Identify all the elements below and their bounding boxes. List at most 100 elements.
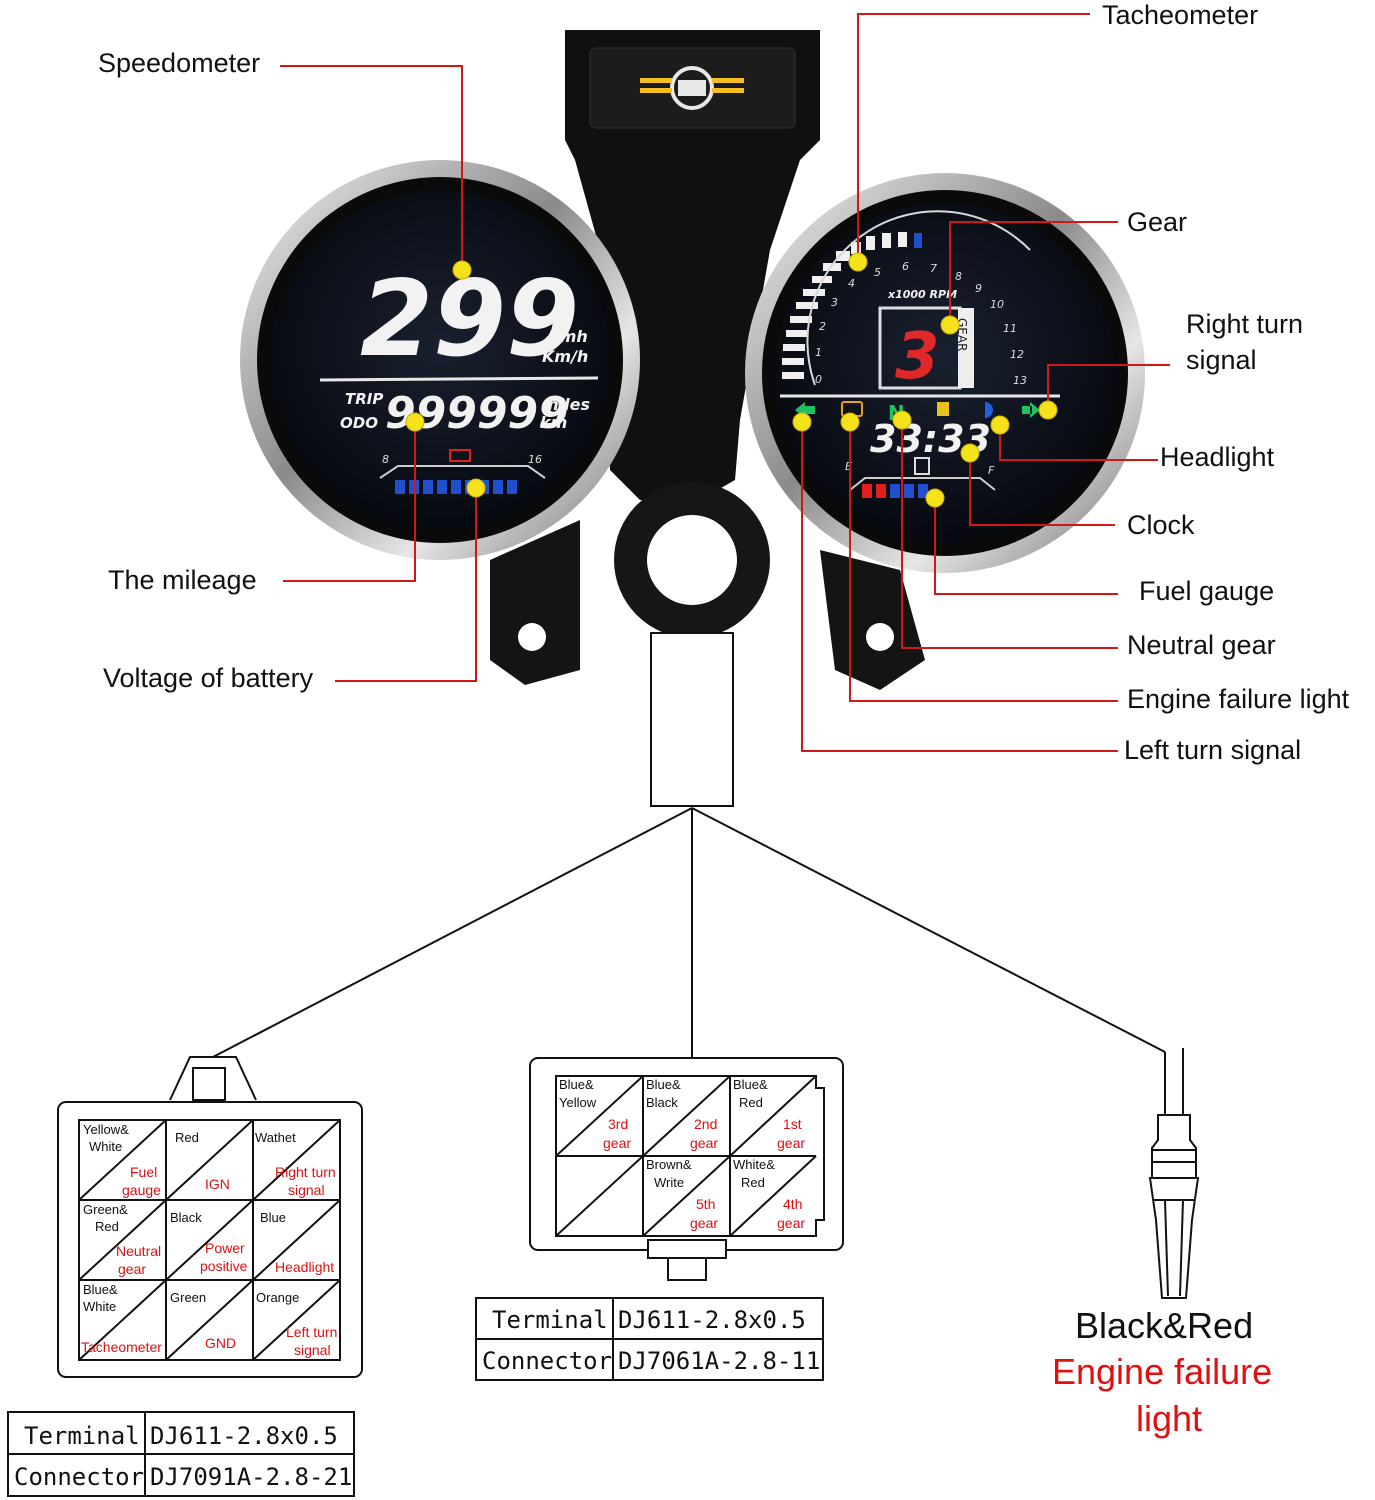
leader-mileage — [283, 422, 416, 582]
pin-function: 4th — [783, 1196, 802, 1212]
speedometer-gauge: 299 Pmh Km/h TRIP ODO 999999 miles km 8 … — [240, 160, 640, 560]
rpm-tick: 6 — [902, 260, 909, 273]
leader-clock — [969, 453, 1115, 526]
volt-bar-frame — [379, 465, 546, 479]
pin-wire-color: Green — [170, 1290, 206, 1305]
label-gear: Gear — [1127, 207, 1187, 237]
gear-label-strip — [958, 308, 974, 388]
pin-function: IGN — [205, 1176, 230, 1192]
pin-function: gear — [118, 1261, 146, 1277]
fuel-full-label: F — [988, 464, 995, 477]
gauge-cluster: 299 Pmh Km/h TRIP ODO 999999 miles km 8 … — [240, 30, 1145, 690]
volt-min-label: 8 — [382, 453, 389, 466]
label-speedometer: Speedometer — [98, 48, 260, 78]
pin-function: 2nd — [694, 1116, 717, 1132]
label-right-turn-line2: signal — [1186, 345, 1257, 375]
fuel-icon — [914, 457, 930, 475]
pin-wire-color: Blue — [260, 1210, 286, 1225]
clamp-hole — [647, 515, 737, 605]
marker-tacheometer — [848, 252, 868, 272]
lcd-divider — [319, 376, 599, 382]
brand-logo — [640, 66, 744, 110]
marker-gear — [940, 315, 960, 335]
single-wire-function-line1: Engine failure — [1052, 1351, 1272, 1392]
marker-battery-voltage — [466, 478, 486, 498]
wire-to-single — [691, 807, 1166, 1053]
single-wire-function-line2: light — [1136, 1398, 1202, 1439]
pin-function: Fuel — [130, 1164, 157, 1180]
pin-wire-color: White — [83, 1299, 116, 1314]
label-fuel-gauge: Fuel gauge — [1139, 576, 1274, 606]
volt-max-label: 16 — [528, 453, 542, 466]
label-engine-failure: Engine failure light — [1127, 684, 1350, 714]
label-battery-voltage: Voltage of battery — [103, 663, 314, 693]
pin-function: Power — [205, 1240, 245, 1256]
right-turn-icon — [1022, 402, 1040, 418]
pin-function: 5th — [696, 1196, 715, 1212]
leader-left-turn — [801, 422, 1118, 752]
leader-right-turn — [1047, 364, 1170, 410]
pin-function: GND — [205, 1335, 236, 1351]
leader-fuel-gauge — [934, 498, 1118, 595]
pin-wire-color: Red — [739, 1095, 763, 1110]
fuel-bar-segments — [862, 484, 928, 498]
marker-speedometer — [452, 260, 472, 280]
label-clock: Clock — [1127, 510, 1195, 540]
connector-11-latch — [647, 1239, 727, 1259]
connector-21-spec-table: Terminal DJ611-2.8x0.5 Connector DJ7091A… — [7, 1411, 355, 1497]
connector-value: DJ7061A-2.8-11 — [618, 1347, 820, 1375]
pin-wire-color: White& — [733, 1157, 775, 1172]
fuel-pump-icon — [937, 402, 949, 416]
trip-label: TRIP — [345, 390, 383, 408]
terminal-value: DJ611-2.8x0.5 — [618, 1306, 806, 1334]
label-tacheometer: Tacheometer — [1102, 0, 1258, 30]
leader-battery-voltage — [335, 488, 477, 682]
distance-unit-km: km — [540, 413, 567, 432]
marker-headlight — [990, 415, 1010, 435]
battery-icon — [449, 449, 471, 462]
pin-function: gear — [777, 1215, 805, 1231]
connector-21-tab — [192, 1067, 226, 1101]
rpm-tick: 13 — [1013, 374, 1027, 387]
gear-indicator-value: 3 — [895, 320, 940, 394]
speed-unit-kmh: Km/h — [542, 347, 588, 366]
leader-headlight — [999, 425, 1158, 461]
right-mount-hole — [866, 623, 894, 651]
volt-bar-segments — [395, 480, 517, 494]
marker-clock — [960, 443, 980, 463]
pin-wire-color: Red — [741, 1175, 765, 1190]
pin-wire-color: Blue& — [83, 1282, 118, 1297]
pin-function: gear — [690, 1215, 718, 1231]
pin-function: Tacheometer — [81, 1339, 162, 1355]
rpm-tick: 9 — [975, 282, 982, 295]
pin-function: 1st — [783, 1116, 802, 1132]
left-mount-ear — [490, 520, 580, 685]
speed-readout: 299 — [360, 258, 579, 380]
terminal-value: DJ611-2.8x0.5 — [150, 1422, 338, 1450]
marker-neutral-gear — [892, 410, 912, 430]
connector-11pin — [529, 1057, 844, 1281]
rpm-multiplier-label: x1000 RPM — [887, 288, 957, 301]
connector-11-tab — [667, 1257, 707, 1281]
pin-wire-color: Black — [170, 1210, 202, 1225]
pin-function: signal — [288, 1182, 325, 1198]
pin-function: gear — [690, 1135, 718, 1151]
pin-wire-color: Blue& — [733, 1077, 768, 1092]
leader-neutral-gear — [901, 420, 1118, 649]
marker-engine-failure — [840, 412, 860, 432]
connector-label: Connector — [482, 1347, 612, 1375]
label-mileage: The mileage — [108, 565, 257, 595]
rpm-tick: 2 — [819, 320, 826, 333]
pin-wire-color: Write — [654, 1175, 684, 1190]
label-headlight: Headlight — [1160, 442, 1275, 472]
pin-wire-color: Blue& — [559, 1077, 594, 1092]
pin-function: positive — [200, 1258, 248, 1274]
pin-function: Right turn — [275, 1164, 336, 1180]
rpm-tick: 0 — [815, 373, 822, 386]
rpm-tick: 10 — [990, 298, 1004, 311]
pin-function: gear — [603, 1135, 631, 1151]
leader-speedometer — [280, 65, 463, 270]
callout-labels: Tacheometer Speedometer Gear Right turn … — [98, 0, 1350, 765]
